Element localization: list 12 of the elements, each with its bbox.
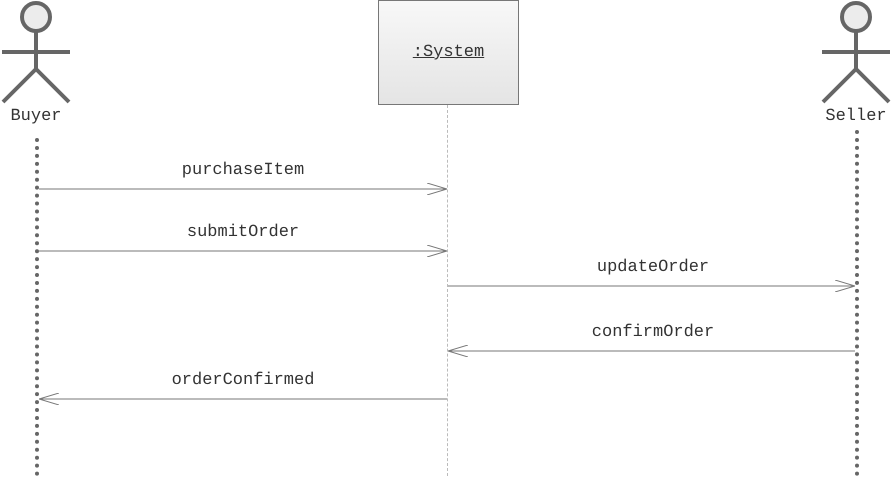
lifeline: [35, 138, 39, 476]
object-name: :System: [412, 42, 484, 64]
lifeline: [447, 105, 448, 476]
message-arrow: [38, 182, 448, 196]
object-box: [378, 0, 519, 105]
message-arrow: [448, 344, 856, 358]
message-arrow: [448, 280, 856, 292]
actor-name: Seller: [825, 106, 887, 128]
actor-name: Buyer: [10, 106, 62, 128]
lifeline: [855, 130, 859, 476]
message-arrow: [38, 392, 448, 406]
message-arrow: [38, 244, 448, 258]
